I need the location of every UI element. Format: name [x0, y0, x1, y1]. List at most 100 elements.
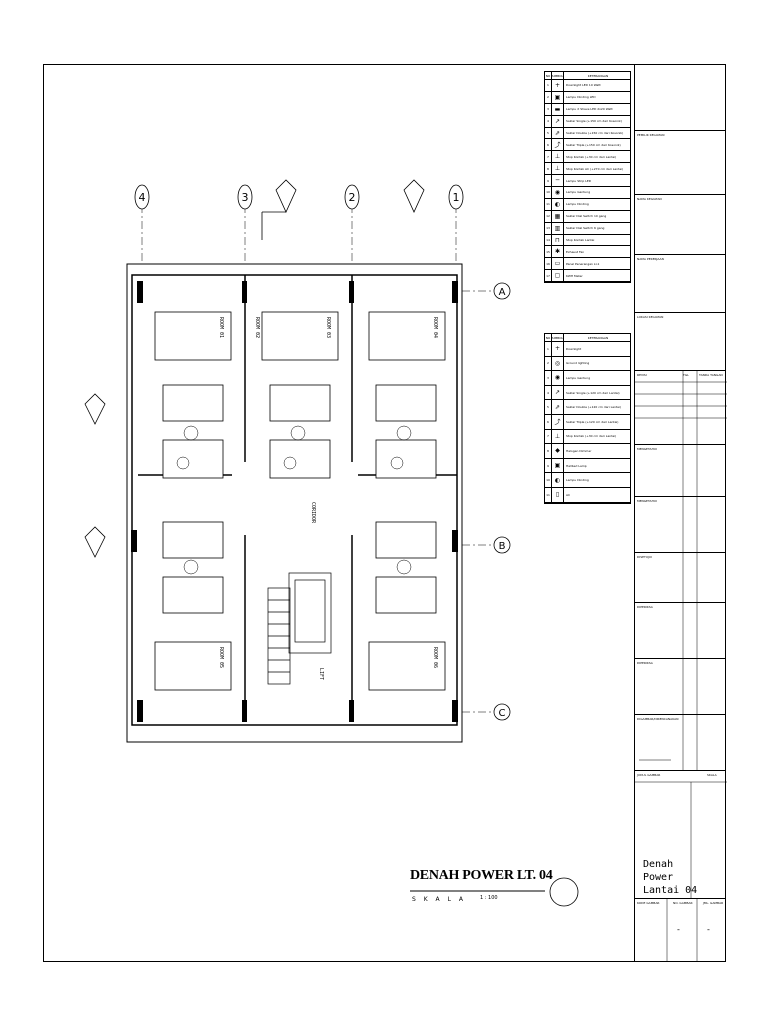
legend-row-text: Saklar Double (+150 cm dari Kosonik) — [566, 131, 624, 135]
legend-row-text: Saklar Triple (+120 cm dari Lantai) — [566, 419, 619, 424]
title-block-lines — [635, 370, 727, 962]
double-switch-icon: ⇗ — [552, 400, 564, 414]
legend-row-text: Downlight LED 10 Watt — [566, 83, 601, 88]
corridor-label: CORIDOR — [310, 502, 316, 524]
legend-row: 12▦Saklar Dial Switch 10 gang — [545, 210, 630, 223]
legend-row: 11▯AC — [545, 487, 630, 503]
tb-pemilik: PEMILIK KEGIATAN — [635, 130, 726, 137]
tb-diperiksa-2: DIPERIKSA — [635, 658, 726, 665]
legend-row: 9▣Hallbed Lamp — [545, 458, 630, 474]
axis-label-4: 4 — [139, 191, 146, 204]
legend-row-text: Saklar Dial Switch 10 gang — [566, 214, 607, 219]
dimmer-icon: ◆ — [552, 444, 564, 458]
legend-table-power: NO SIMBOL KETERANGAN 1+Downlight LED 10 … — [544, 71, 631, 284]
room-label: ROOM 06 — [432, 647, 438, 668]
tb-diperiksa-1: DIPERIKSA — [635, 602, 726, 609]
legend-row: 11◐Lampu Dinding — [545, 198, 630, 211]
tb-revisi-label: REVISI — [637, 373, 647, 377]
legend-row-text: Lampu Gantung — [566, 190, 591, 195]
legend-row-number: 7 — [545, 429, 552, 444]
legend-header: NO SIMBOL KETERANGAN — [545, 72, 630, 80]
downlight-icon: + — [552, 342, 564, 356]
wall-lamp-icon: ▣ — [552, 91, 564, 103]
legend-row-number: 10 — [545, 187, 552, 198]
double-switch-icon: ⇗ — [552, 127, 564, 139]
legend-row-number: 11 — [545, 487, 552, 502]
ground-light-icon: ◎ — [552, 356, 564, 371]
tb-judul: JUDUL GAMBAR SKALA — [635, 770, 726, 777]
legend-row-number: 16 — [545, 258, 552, 270]
tb-footer: KODE GAMBAR NO. GAMBAR JML. GAMBAR - - — [635, 898, 726, 934]
axis-label-1: 1 — [453, 191, 460, 204]
ac-icon: ▯ — [552, 487, 564, 502]
legend-row-text: Panel Penerangan LI-1 — [566, 261, 600, 266]
legend-row-text: Halogen Dimmer — [566, 448, 592, 453]
drawing-sheet — [43, 64, 726, 962]
legend-row-number: 6 — [545, 139, 552, 151]
tb-judul-label: JUDUL GAMBAR — [637, 773, 661, 777]
legend-row: 4↗Saklar Single (+150 cm dari Kosonik) — [545, 115, 630, 128]
room-label: ROOM 05 — [218, 647, 224, 668]
legend-row-number: 9 — [545, 458, 552, 473]
triple-switch-icon: ⤴ — [552, 414, 564, 429]
legend-row: 2◎Ground lighting — [545, 356, 630, 372]
legend-row-text: AC — [566, 492, 571, 497]
legend-row: 8◆Halogen Dimmer — [545, 444, 630, 459]
tb-revisi: REVISI TGL TANDA TANGAN — [635, 370, 726, 377]
legend-row-number: 8 — [545, 444, 552, 458]
tb-no-gambar: NO. GAMBAR — [673, 901, 693, 905]
legend-row-text: Stop Kontak Lantai — [566, 238, 595, 243]
legend-header-no: NO — [545, 334, 552, 341]
legend-row-number: 13 — [545, 222, 552, 234]
legend-row-text: Saklar Single (+120 cm dari Lantai) — [566, 390, 620, 395]
legend-row: 10◐Lampu Dinding — [545, 473, 630, 488]
legend-header-symbol: SIMBOL — [551, 72, 564, 79]
ac-socket-icon: ⊥ — [552, 163, 564, 175]
legend-table-light: NO SIMBOL KETERANGAN 1+Downlight 2◎Ground… — [544, 333, 631, 504]
legend-row-number: 5 — [545, 127, 552, 139]
tb-nama-kegiatan: NAMA KEGIATAN — [635, 194, 726, 201]
room-label: ROOM 04 — [432, 317, 438, 338]
legend-row-number: 4 — [545, 385, 552, 400]
legend-row-text: Lampu Gantung — [566, 375, 591, 380]
legend-row: 10◉Lampu Gantung — [545, 187, 630, 199]
tb-skala-label: SKALA — [707, 773, 717, 777]
legend-row-number: 9 — [545, 175, 552, 187]
axis-grid — [141, 205, 492, 713]
scale-value: 1 : 100 — [480, 895, 498, 901]
legend-row-number: 3 — [545, 371, 552, 385]
legend-row-text: Lampu Strip LED — [566, 178, 592, 183]
legend-row: 4↗Saklar Single (+120 cm dari Lantai) — [545, 385, 630, 401]
legend-row-number: 2 — [545, 356, 552, 371]
legend-row-text: Downlight — [566, 346, 582, 351]
axis-label-b: B — [499, 541, 506, 552]
tb-revisi-tgl: TGL — [683, 373, 689, 377]
legend-row-number: 1 — [545, 342, 552, 356]
downlight-icon: + — [552, 80, 564, 91]
tb-no-gambar-value: - — [677, 925, 680, 934]
lift-label: LIFT — [318, 668, 324, 680]
north-symbol — [549, 877, 579, 907]
legend-row-text: Exhaust Fan — [566, 249, 585, 254]
room-details — [176, 425, 412, 575]
tb-digambar: DIGAMBAR/DIRENCANAKAN — [635, 714, 726, 721]
tb-mengetahui-1: MENGETAHUI — [635, 444, 726, 451]
kwh-meter-icon: ▢ — [552, 270, 564, 282]
legend-row-number: 10 — [545, 473, 552, 487]
legend-row-number: 15 — [545, 246, 552, 258]
legend-header-no: NO — [545, 72, 552, 79]
legend-row-number: 11 — [545, 198, 552, 210]
legend-row-number: 6 — [545, 414, 552, 429]
legend-row-text: Saklar Triple (+150 cm dari Kosonik) — [566, 142, 621, 147]
tb-nama-pekerjaan: NAMA PEKERJAAN — [635, 254, 726, 261]
axis-bubbles-right — [493, 282, 511, 721]
legend-row-text: Lampu Dinding — [566, 478, 589, 483]
stair-lift — [267, 572, 332, 685]
legend-row-number: 4 — [545, 115, 552, 127]
legend-row-number: 17 — [545, 270, 552, 282]
legend-header-symbol: SIMBOL — [551, 334, 564, 341]
switch-10-icon: ▦ — [552, 210, 564, 222]
legend-header-desc: KETERANGAN — [587, 335, 609, 340]
legend-row: 17▢KWH Meter — [545, 270, 630, 283]
